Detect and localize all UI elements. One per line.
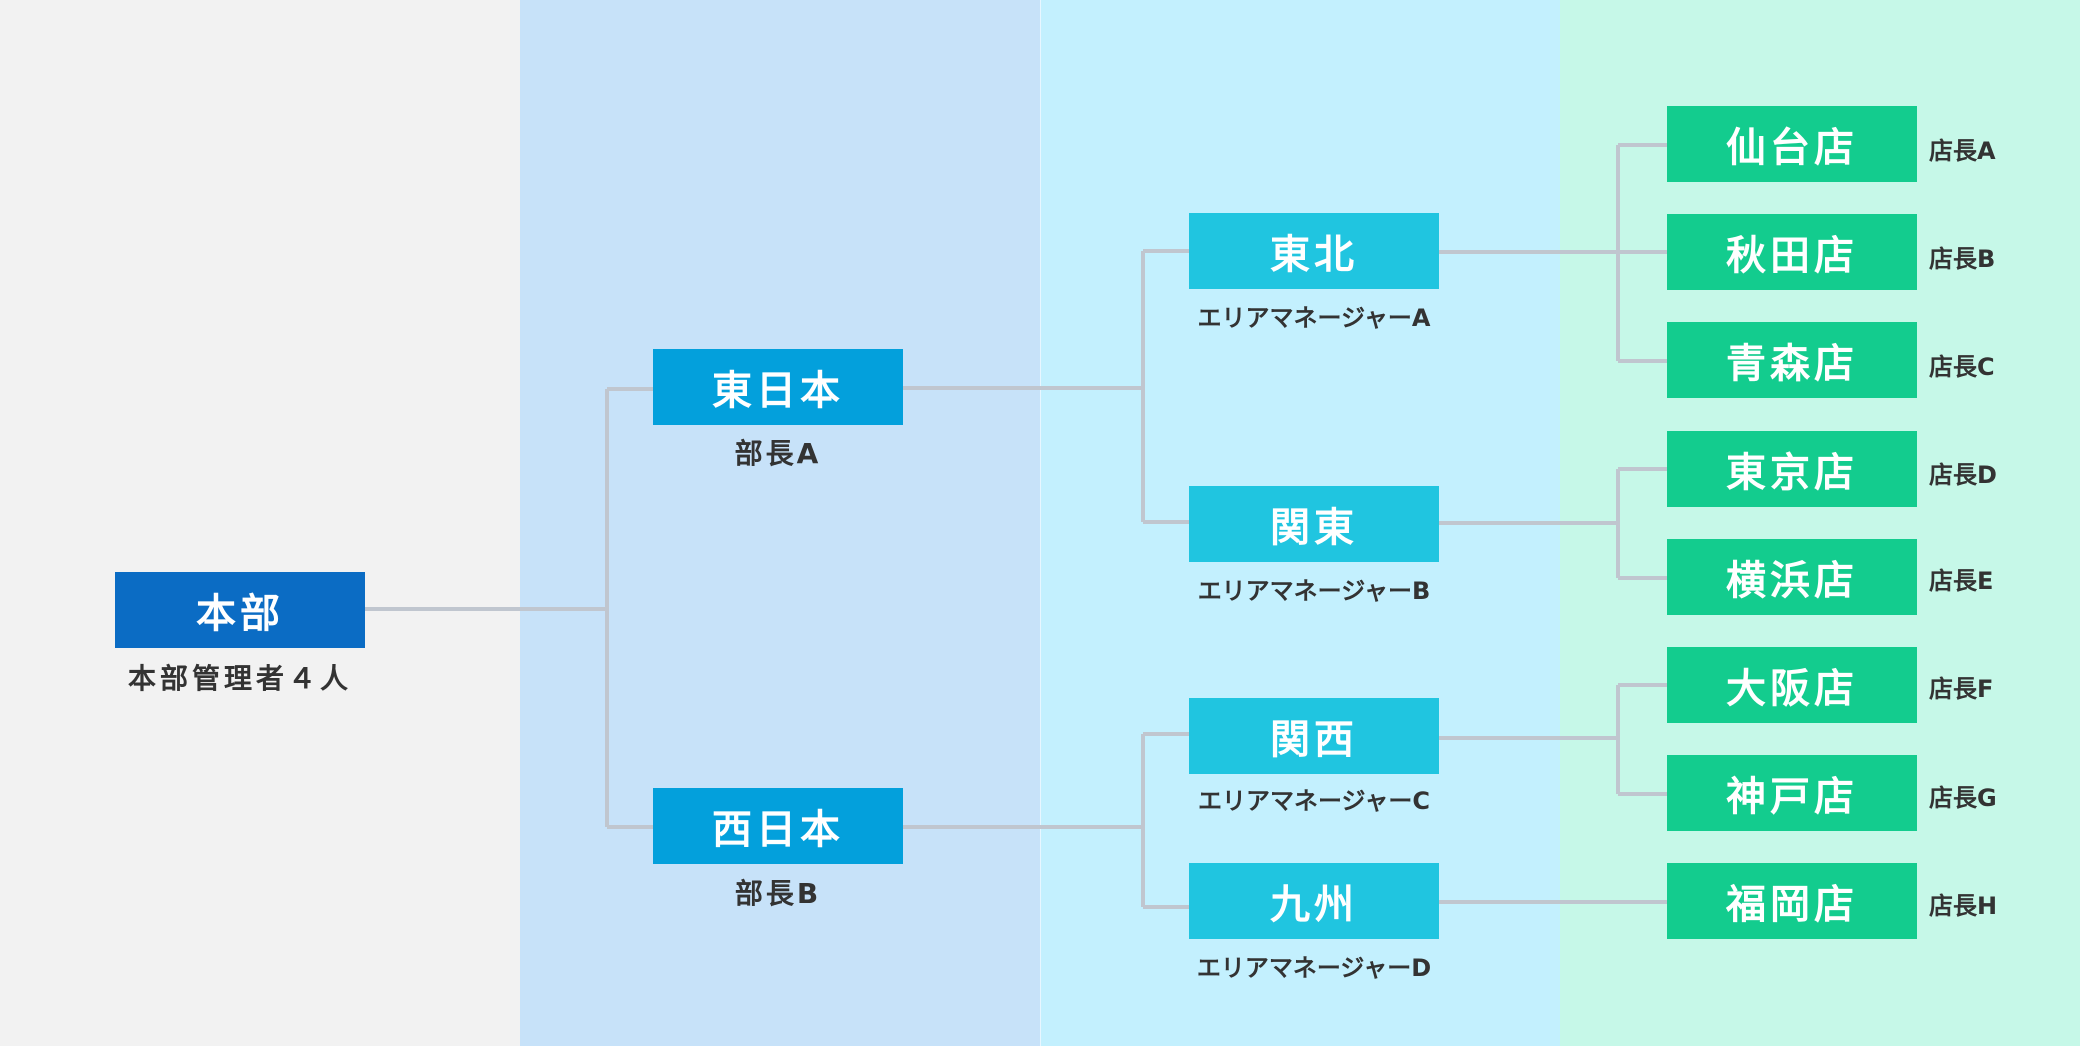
store-manager-label: 店長H	[1929, 892, 1998, 920]
store-manager-label: 店長D	[1929, 461, 1997, 489]
division-name: 東日本	[712, 368, 844, 414]
store-node-aomori: 青森店	[1667, 322, 1917, 398]
hq-node: 本部	[115, 572, 365, 648]
store-name: 秋田店	[1726, 233, 1858, 279]
store-name: 青森店	[1726, 341, 1858, 387]
division-head-label: 部長A	[734, 437, 822, 470]
connector-kanto-stores	[1438, 467, 1667, 580]
division-name: 西日本	[712, 807, 844, 853]
store-node-tokyo: 東京店	[1667, 431, 1917, 507]
store-manager-label: 店長A	[1929, 137, 1996, 165]
area-name: 関東	[1270, 505, 1358, 551]
connector-tohoku-stores	[1438, 143, 1667, 363]
store-name: 東京店	[1726, 450, 1858, 496]
area-node-tohoku: 東北	[1189, 213, 1439, 289]
store-manager-label: 店長B	[1929, 245, 1996, 273]
area-name: 関西	[1270, 717, 1358, 763]
store-name: 福岡店	[1726, 882, 1858, 928]
connector-east-areas	[903, 249, 1189, 524]
store-name: 横浜店	[1726, 558, 1858, 604]
hq-name: 本部	[196, 591, 284, 637]
store-manager-label: 店長C	[1929, 353, 1995, 381]
division-node-east: 東日本	[653, 349, 903, 425]
area-name: 九州	[1270, 882, 1358, 928]
store-manager-label: 店長F	[1929, 675, 1994, 703]
area-name: 東北	[1270, 232, 1358, 278]
store-name: 神戸店	[1726, 774, 1858, 820]
hq-sub-label: 本部管理者４人	[127, 662, 352, 695]
area-manager-label: エリアマネージャーC	[1198, 787, 1430, 815]
area-manager-label: エリアマネージャーB	[1197, 577, 1431, 605]
store-manager-label: 店長E	[1929, 567, 1994, 595]
connector-kansai-stores	[1438, 683, 1667, 796]
store-node-akita: 秋田店	[1667, 214, 1917, 290]
area-node-kanto: 関東	[1189, 486, 1439, 562]
area-manager-label: エリアマネージャーD	[1196, 954, 1432, 982]
store-name: 大阪店	[1726, 666, 1858, 712]
store-node-kobe: 神戸店	[1667, 755, 1917, 831]
store-node-sendai: 仙台店	[1667, 106, 1917, 182]
store-name: 仙台店	[1726, 125, 1858, 171]
area-manager-label: エリアマネージャーA	[1197, 304, 1431, 332]
area-node-kyushu: 九州	[1189, 863, 1439, 939]
area-node-kansai: 関西	[1189, 698, 1439, 774]
division-head-label: 部長B	[734, 877, 822, 910]
connector-west-areas	[903, 732, 1189, 909]
store-node-yokohama: 横浜店	[1667, 539, 1917, 615]
connector-hq-divisions	[365, 387, 653, 829]
store-node-osaka: 大阪店	[1667, 647, 1917, 723]
store-node-fukuoka: 福岡店	[1667, 863, 1917, 939]
division-node-west: 西日本	[653, 788, 903, 864]
hq-column	[0, 0, 520, 1046]
store-manager-label: 店長G	[1929, 784, 1997, 812]
